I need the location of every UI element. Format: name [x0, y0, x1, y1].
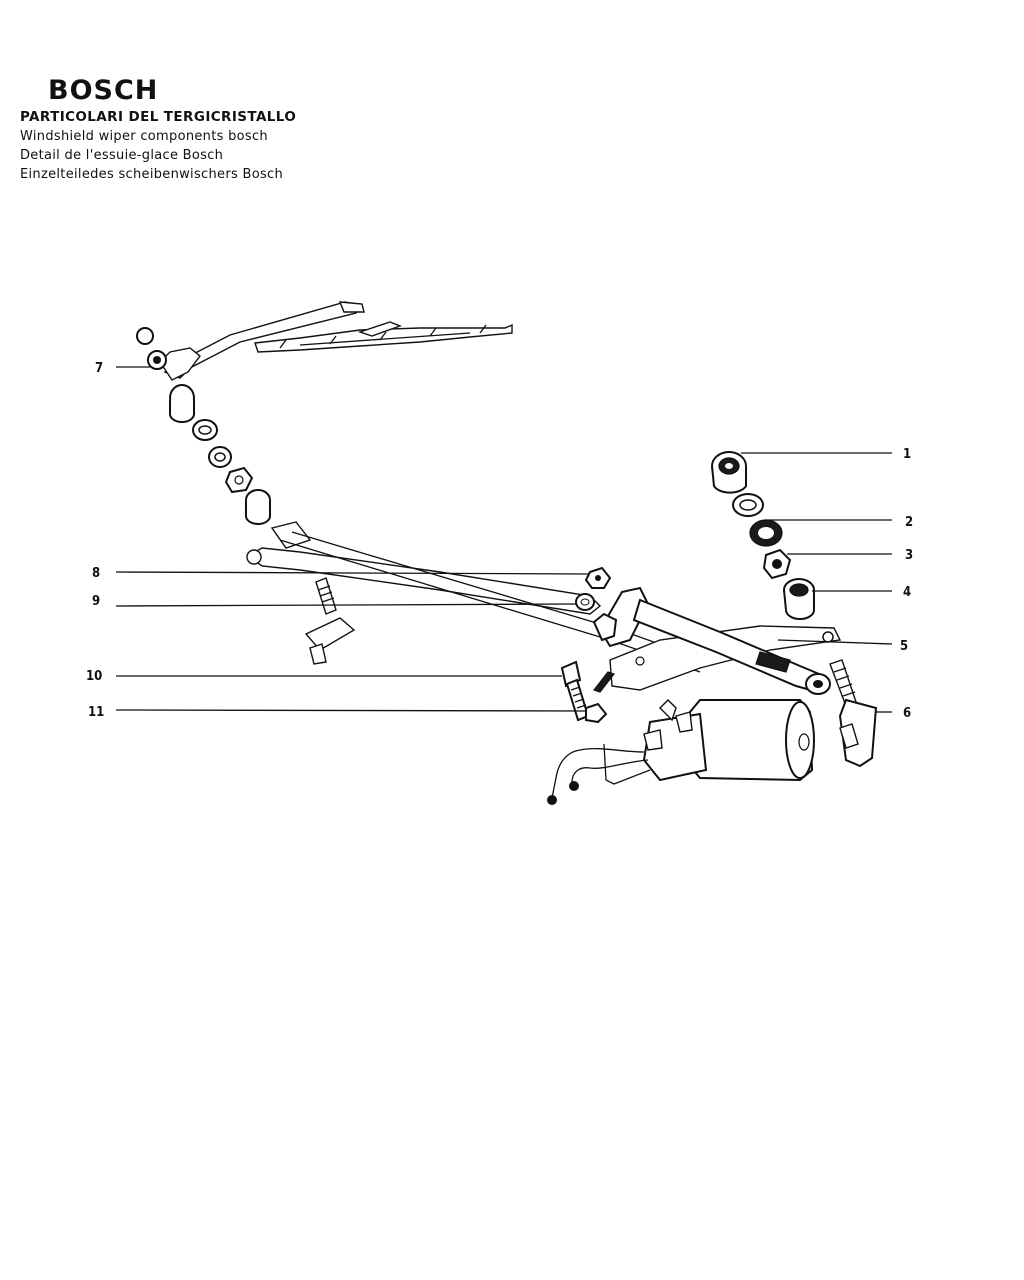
callout-9: 9 [92, 594, 100, 609]
title-italian: PARTICOLARI DEL TERGICRISTALLO [20, 109, 297, 125]
callout-8: 8 [92, 566, 100, 581]
wiper-motor [547, 699, 815, 805]
center-nuts [575, 566, 618, 642]
title-french: Detail de l'essuie-glace Bosch [20, 148, 224, 163]
callout-7: 7 [95, 361, 103, 376]
header: BOSCH PARTICOLARI DEL TERGICRISTALLO Win… [20, 74, 440, 184]
callout-1: 1 [903, 447, 911, 462]
title-german: Einzelteiledes scheibenwischers Bosch [20, 167, 284, 182]
callout-6: 6 [903, 706, 911, 721]
linkage-frame [246, 521, 842, 695]
title-english: Windshield wiper components bosch [20, 129, 268, 144]
callout-5: 5 [900, 639, 908, 654]
callout-labels: 7 1 2 3 4 5 6 8 9 10 11 [86, 361, 913, 721]
right-pivot-spindle [829, 659, 878, 768]
left-pivot-hardware [136, 327, 271, 525]
leader-lines [115, 366, 893, 713]
wiper-arm-and-blade [159, 301, 513, 381]
bolt-and-washer [560, 660, 615, 724]
callout-11: 11 [88, 705, 104, 720]
brand-logo-text: BOSCH [48, 75, 159, 106]
left-pivot-spindle [304, 577, 356, 665]
callout-2: 2 [905, 515, 913, 530]
callout-4: 4 [903, 585, 911, 600]
callout-3: 3 [905, 548, 913, 563]
right-pivot-hardware [711, 451, 815, 620]
callout-10: 10 [86, 669, 102, 684]
